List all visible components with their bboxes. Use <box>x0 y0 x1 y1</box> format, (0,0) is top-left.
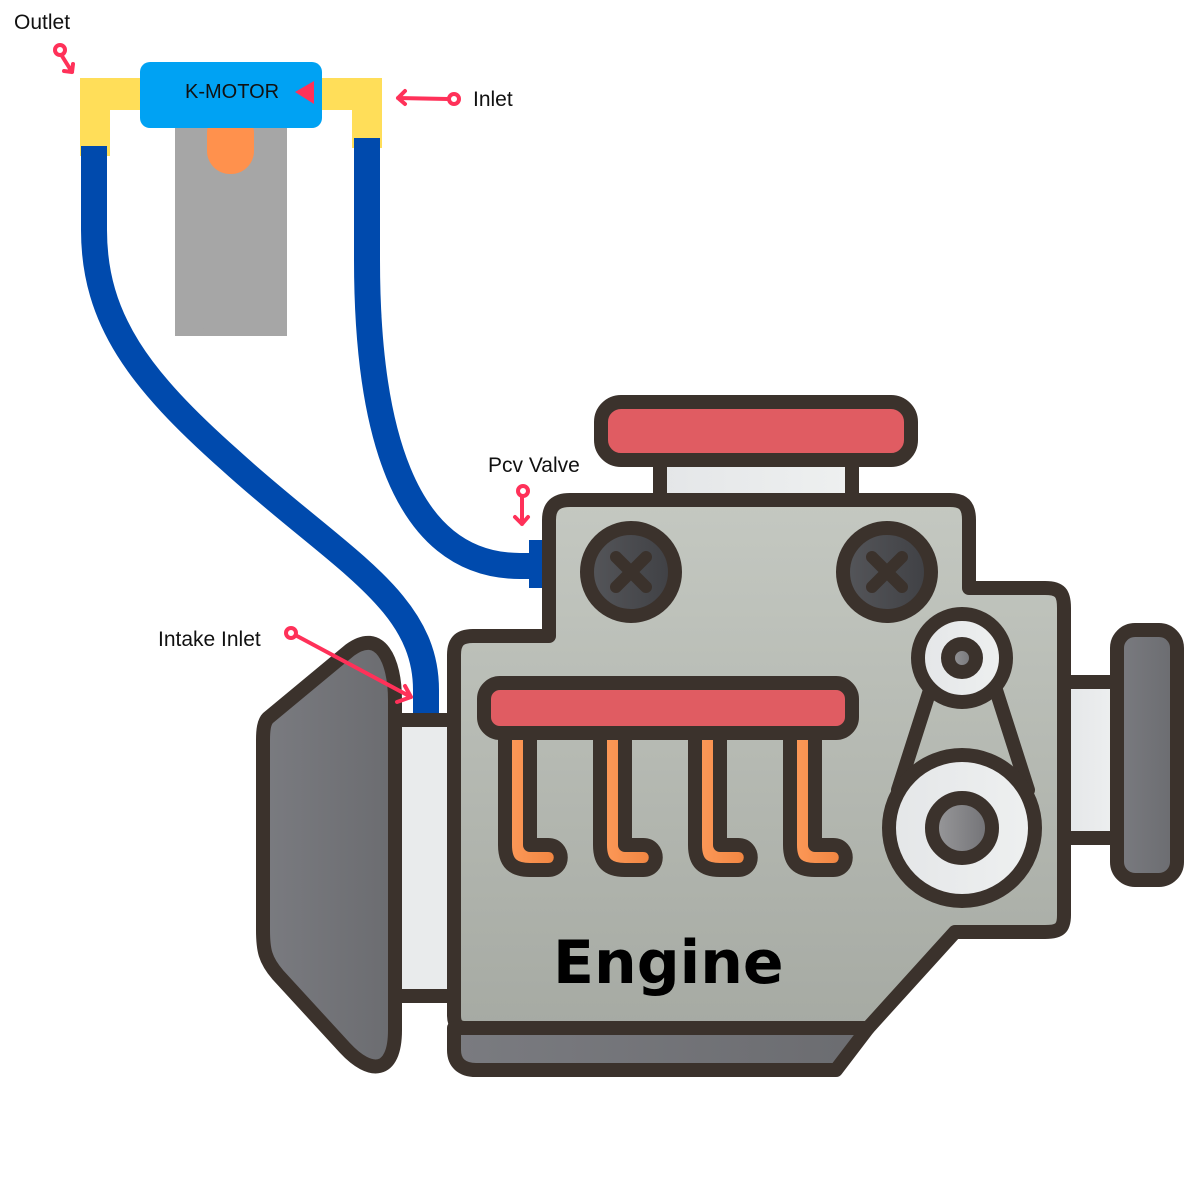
k-motor-body <box>140 62 322 128</box>
callouts <box>53 43 530 704</box>
air-cleaner-cap <box>594 395 918 467</box>
intake-manifold <box>477 676 859 740</box>
outlet-callout <box>53 43 75 74</box>
outlet-label: Outlet <box>14 11 70 34</box>
engine-title: Engine <box>553 928 784 998</box>
k-motor-label: K-MOTOR <box>185 81 279 103</box>
inlet-callout-arrow-icon <box>396 89 450 106</box>
outlet-callout-arrow-icon <box>60 54 75 74</box>
intake-runner-3 <box>688 723 758 877</box>
inlet-label: Inlet <box>473 88 513 111</box>
engine <box>256 395 1184 1077</box>
intake-callout-arrow-icon <box>295 634 413 704</box>
pcv-valve-callout <box>513 484 530 526</box>
outlet-callout-dot <box>53 43 67 57</box>
bolt-cross-left-icon <box>610 551 652 593</box>
pcv-callout-arrow-icon <box>513 495 530 526</box>
engine-block <box>447 493 1071 1035</box>
flywheel <box>1110 623 1184 887</box>
k-motor-stem-bottom <box>175 280 287 336</box>
k-motor-assembly: K-MOTOR <box>80 62 382 336</box>
intake-runner-1 <box>498 723 568 877</box>
outlet-fitting-horizontal <box>80 78 150 110</box>
bolt-cross-right-icon <box>866 551 908 593</box>
intake-runner-4 <box>783 723 853 877</box>
intake-runner-2 <box>593 723 663 877</box>
oil-pan <box>447 1021 875 1077</box>
crank-pulley-hub <box>925 791 999 865</box>
inlet-hose <box>354 138 535 579</box>
pcv-callout-dot <box>516 484 530 498</box>
pcv-valve-label: Pcv Valve <box>488 454 580 477</box>
inlet-callout <box>396 89 461 106</box>
transmission-cover <box>256 636 402 1074</box>
intake-inlet-label: Intake Inlet <box>158 628 261 651</box>
intake-callout-dot <box>284 626 298 640</box>
idler-pulley-hub <box>941 637 983 679</box>
k-motor-pointer-icon <box>295 81 314 104</box>
outlet-hose <box>81 146 439 716</box>
hoses <box>81 138 535 716</box>
inlet-callout-dot <box>447 92 461 106</box>
inlet-fitting-horizontal <box>312 78 382 110</box>
intake-inlet-callout <box>284 626 413 704</box>
